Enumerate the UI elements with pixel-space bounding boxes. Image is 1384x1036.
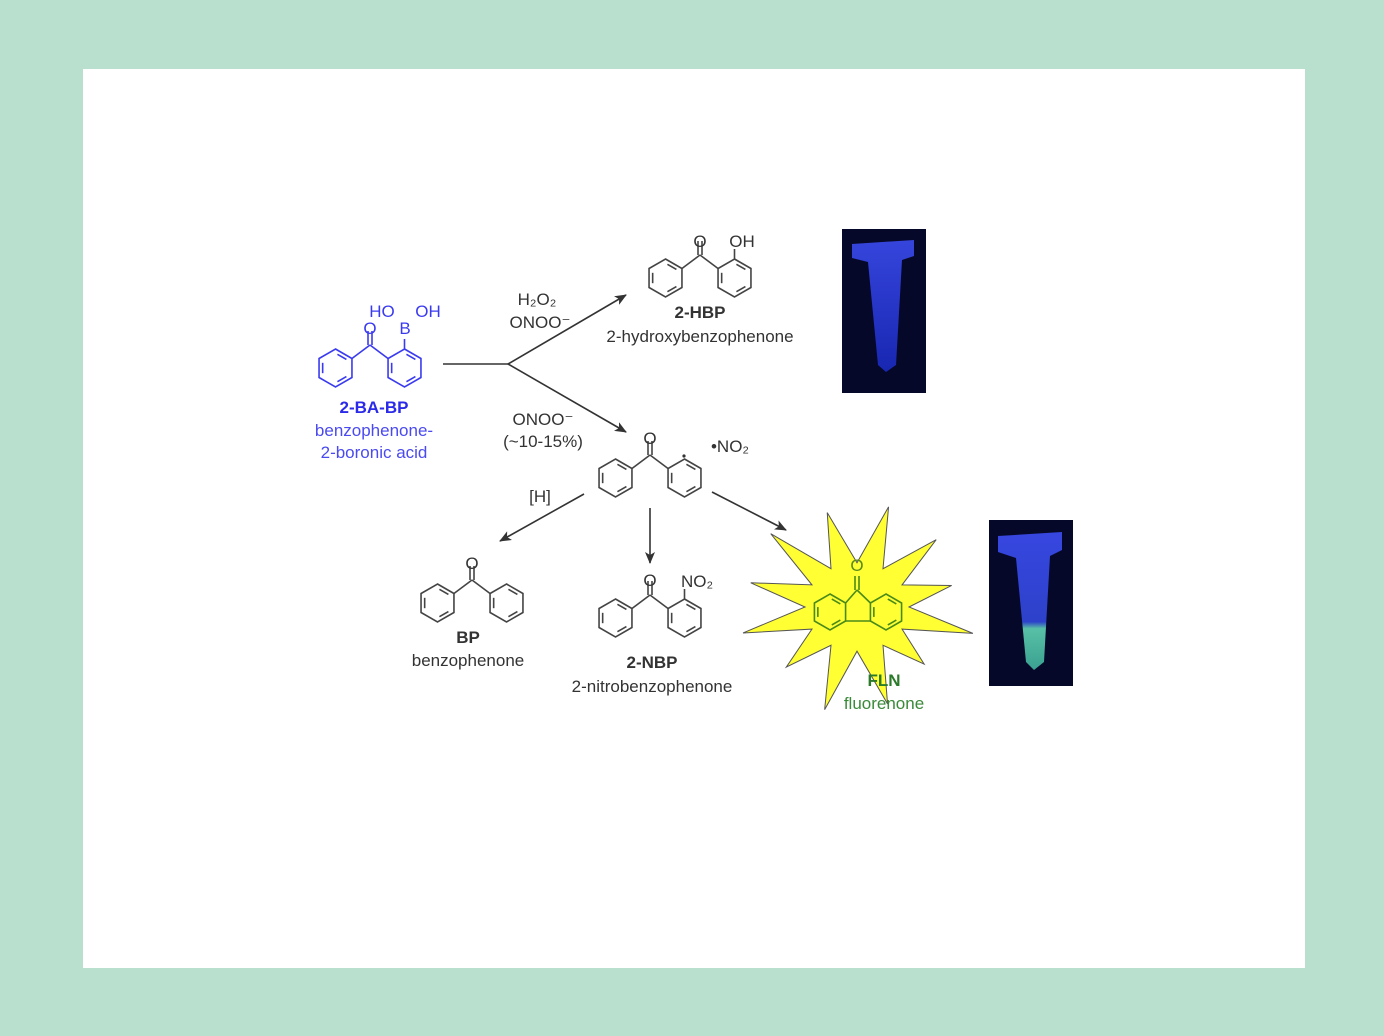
nbp-abbr: 2-NBP [626, 653, 677, 672]
atom-ho: HO [369, 302, 395, 321]
ring-structures [318, 241, 903, 638]
benzene-ring [598, 458, 633, 498]
bond [351, 344, 371, 360]
arrow-to-intermediate [507, 363, 627, 433]
star-shape [742, 506, 974, 710]
fln-abbr: FLN [867, 671, 900, 690]
bond [844, 589, 858, 604]
photo-tube-fln [989, 520, 1073, 686]
arrow-to-hbp [507, 294, 627, 365]
reactant-abbr: 2-BA-BP [340, 398, 409, 417]
bond [369, 344, 389, 360]
atom-b: B [399, 319, 410, 338]
benzene-ring [489, 583, 524, 623]
fln-name: fluorenone [844, 694, 924, 713]
bond [471, 579, 491, 595]
benzene-ring [667, 598, 702, 638]
bond [681, 254, 701, 270]
benzene-ring [648, 258, 683, 298]
atom-o: O [465, 554, 478, 573]
benzene-ring [717, 258, 752, 298]
bond [649, 594, 669, 610]
benzene-ring [387, 348, 422, 388]
atom-o: O [693, 232, 706, 251]
benzene-ring [420, 583, 455, 623]
hbp-name: 2-hydroxybenzophenone [606, 327, 793, 346]
bond [699, 254, 719, 270]
arrow-to-bp [499, 493, 585, 542]
atom-o: O [850, 556, 863, 575]
condition-h2o2: H₂O₂ [518, 290, 557, 309]
figure-panel [83, 69, 1305, 968]
benzene-ring [598, 598, 633, 638]
photo-tube-hbp [842, 229, 926, 393]
arrow-to-fln [711, 491, 787, 531]
bond [649, 454, 669, 470]
condition-onoo-lower: ONOO⁻ [513, 410, 574, 429]
atom-o: O [643, 429, 656, 448]
no2-radical: •NO₂ [711, 437, 749, 456]
condition-yield: (~10-15%) [503, 432, 583, 451]
atom-oh: OH [415, 302, 441, 321]
hbp-abbr: 2-HBP [674, 303, 725, 322]
atom-oh: OH [729, 232, 755, 251]
bp-name: benzophenone [412, 651, 525, 670]
bond [631, 594, 651, 610]
condition-reduction: [H] [529, 487, 551, 506]
condition-onoo: ONOO⁻ [510, 313, 571, 332]
atom-o: O [363, 319, 376, 338]
atom-no2: NO₂ [681, 572, 713, 591]
reaction-arrows [443, 294, 787, 564]
bond [856, 589, 871, 604]
benzene-ring [318, 348, 353, 388]
benzene-ring [667, 458, 702, 498]
reactant-name-2: 2-boronic acid [321, 443, 428, 462]
bond [453, 579, 473, 595]
fluorescence-star [742, 506, 974, 710]
bp-abbr: BP [456, 628, 480, 647]
bond [631, 454, 651, 470]
reactant-name-1: benzophenone- [315, 421, 433, 440]
nbp-name: 2-nitrobenzophenone [572, 677, 733, 696]
radical-dot [682, 454, 686, 458]
atom-o: O [643, 571, 656, 590]
